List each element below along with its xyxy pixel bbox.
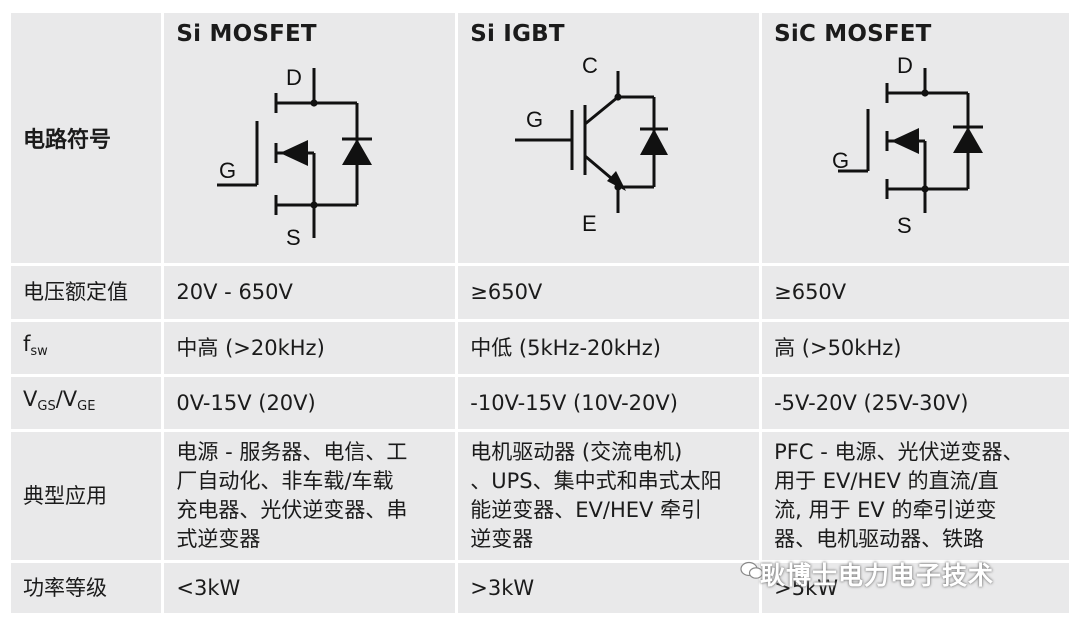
terminal-label-s: S	[897, 213, 912, 238]
cell-vgs-si-mosfet: 0V-15V (20V)	[164, 377, 456, 430]
terminal-label-d: D	[897, 53, 913, 78]
row-label-vgs: VGS/VGE	[11, 377, 162, 430]
table-row-symbol: 电路符号 Si MOSFET	[11, 13, 1069, 264]
table-row-voltage: 电压额定值 20V - 650V ≥650V ≥650V	[11, 266, 1069, 319]
cell-apps-si-igbt: 电机驱动器 (交流电机) 、UPS、集中式和串式太阳 能逆变器、EV/HEV 牵…	[458, 432, 760, 560]
terminal-label-c: C	[582, 53, 598, 78]
cell-apps-sic-mosfet: PFC - 电源、光伏逆变器、 用于 EV/HEV 的直流/直 流, 用于 EV…	[762, 432, 1069, 560]
terminal-label-e: E	[582, 211, 597, 236]
column-header-si-igbt: Si IGBT	[470, 21, 565, 47]
cell-symbol-sic-mosfet: SiC MOSFET	[762, 13, 1069, 264]
cell-power-si-igbt: >3kW	[458, 562, 760, 613]
cell-fsw-si-igbt: 中低 (5kHz-20kHz)	[458, 321, 760, 374]
watermark-text: 耿博士电力电子技术	[760, 561, 995, 590]
si-mosfet-symbol: D G S	[217, 65, 373, 250]
column-header-si-mosfet: Si MOSFET	[176, 21, 317, 47]
sic-mosfet-symbol: D G S	[832, 53, 984, 238]
cell-fsw-si-mosfet: 中高 (>20kHz)	[164, 321, 456, 374]
cell-vgs-si-igbt: -10V-15V (10V-20V)	[458, 377, 760, 430]
table-row-apps: 典型应用 电源 - 服务器、电信、工 厂自动化、非车载/车载 充电器、光伏逆变器…	[11, 432, 1069, 560]
terminal-label-s: S	[286, 225, 301, 250]
terminal-label-g: G	[219, 158, 236, 183]
cell-symbol-si-igbt: Si IGBT C	[458, 13, 760, 264]
row-label-voltage: 电压额定值	[11, 266, 162, 319]
comparison-table: 电路符号 Si MOSFET	[8, 10, 1072, 616]
row-label-fsw: fsw	[11, 321, 162, 374]
table-row-power: 功率等级 <3kW >3kW >5kW	[11, 562, 1069, 613]
table-row-vgs: VGS/VGE 0V-15V (20V) -10V-15V (10V-20V) …	[11, 377, 1069, 430]
cell-vgs-sic-mosfet: -5V-20V (25V-30V)	[762, 377, 1069, 430]
row-label-symbol: 电路符号	[11, 13, 162, 264]
si-igbt-symbol: C G E	[515, 53, 669, 236]
table-row-fsw: fsw 中高 (>20kHz) 中低 (5kHz-20kHz) 高 (>50kH…	[11, 321, 1069, 374]
cell-apps-si-mosfet: 电源 - 服务器、电信、工 厂自动化、非车载/车载 充电器、光伏逆变器、串 式逆…	[164, 432, 456, 560]
terminal-label-d: D	[286, 65, 302, 90]
cell-voltage-si-mosfet: 20V - 650V	[164, 266, 456, 319]
terminal-label-g: G	[832, 148, 849, 173]
row-label-power: 功率等级	[11, 562, 162, 613]
cell-voltage-sic-mosfet: ≥650V	[762, 266, 1069, 319]
cell-voltage-si-igbt: ≥650V	[458, 266, 760, 319]
terminal-label-g: G	[526, 107, 543, 132]
cell-power-si-mosfet: <3kW	[164, 562, 456, 613]
wechat-icon	[740, 561, 764, 579]
cell-power-sic-mosfet: >5kW	[762, 562, 1069, 613]
cell-fsw-sic-mosfet: 高 (>50kHz)	[762, 321, 1069, 374]
cell-symbol-si-mosfet: Si MOSFET	[164, 13, 456, 264]
row-label-apps: 典型应用	[11, 432, 162, 560]
column-header-sic-mosfet: SiC MOSFET	[774, 21, 932, 47]
